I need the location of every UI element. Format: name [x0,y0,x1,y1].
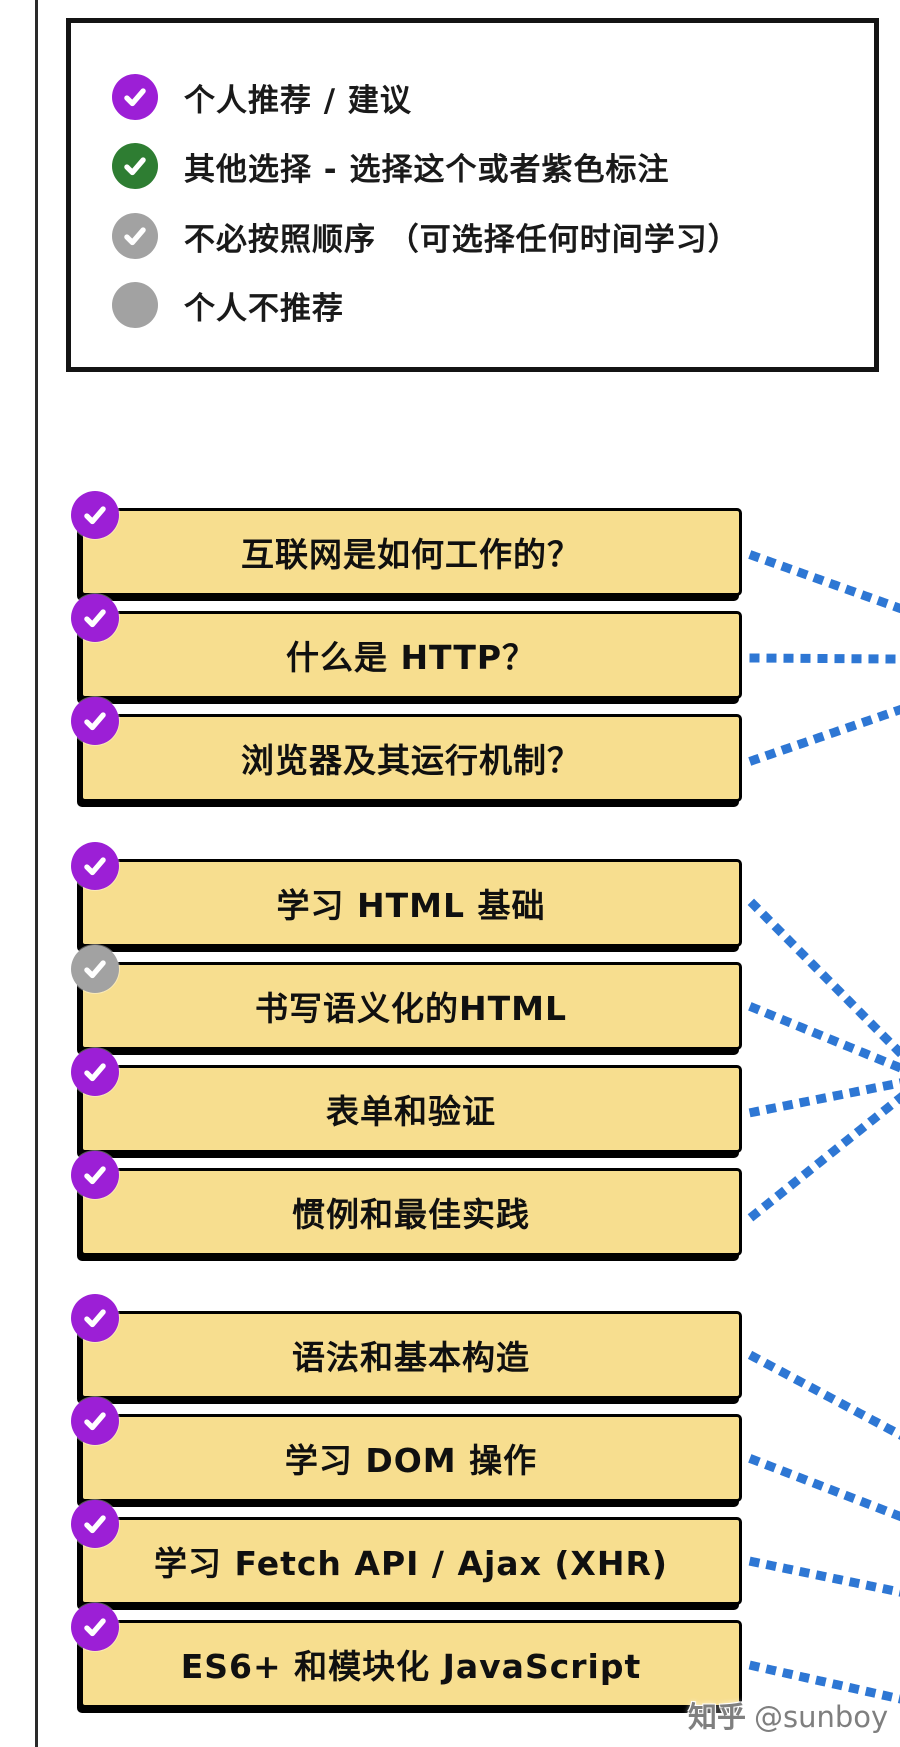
connector-line [748,1660,900,1704]
connector-line [748,1078,900,1118]
node-label-html-basics: 学习 HTML 基础 [276,886,546,925]
node-syntax-constructs[interactable]: 语法和基本构造 [71,1294,742,1399]
legend: 个人推荐 / 建议其他选择 - 选择这个或者紫色标注不必按照顺序 （可选择任何时… [66,18,879,372]
check-icon-browsers [71,697,119,745]
node-how-internet-works[interactable]: 互联网是如何工作的？ [71,491,742,596]
legend-item-any-order: 不必按照顺序 （可选择任何时间学习） [112,212,740,260]
check-icon-best-practices [71,1151,119,1199]
node-label-forms-validation: 表单和验证 [326,1092,496,1131]
node-es6-modules[interactable]: ES6+ 和模块化 JavaScript [71,1603,742,1708]
connector-line [748,550,900,614]
check-icon-any-order [112,213,158,259]
connector-line [748,1002,900,1073]
connector-line [748,704,900,766]
watermark: 知乎@sunboy [688,1694,888,1736]
legend-item-alternative: 其他选择 - 选择这个或者紫色标注 [112,142,669,190]
node-dom-manipulation[interactable]: 学习 DOM 操作 [71,1397,742,1502]
node-browsers[interactable]: 浏览器及其运行机制？ [71,697,742,802]
node-label-browsers: 浏览器及其运行机制？ [241,741,581,780]
node-label-syntax-constructs: 语法和基本构造 [292,1338,530,1377]
check-icon-semantic-html [71,945,119,993]
check-icon-how-internet-works [71,491,119,539]
check-icon-recommended [112,74,158,120]
connector-line [748,1556,900,1597]
node-label-how-internet-works: 互联网是如何工作的？ [241,535,581,574]
watermark-brand: 知乎 [688,1700,747,1734]
node-label-es6-modules: ES6+ 和模块化 JavaScript [180,1647,642,1686]
check-icon-dom-manipulation [71,1397,119,1445]
node-fetch-ajax[interactable]: 学习 Fetch API / Ajax (XHR) [71,1500,742,1605]
node-label-semantic-html: 书写语义化的HTML [255,989,567,1028]
connector-line [748,1454,900,1522]
check-icon-syntax-constructs [71,1294,119,1342]
connector-line [749,653,900,664]
page-left-border [35,0,38,1747]
legend-label-not-recommended: 个人不推荐 [184,290,344,327]
check-icon-fetch-ajax [71,1500,119,1548]
dot-icon-not-recommended [112,282,158,328]
node-label-dom-manipulation: 学习 DOM 操作 [284,1441,538,1480]
watermark-handle: @sunboy [754,1700,889,1734]
node-best-practices[interactable]: 惯例和最佳实践 [71,1151,742,1256]
check-icon-alternative [112,143,158,189]
connector-line [747,1350,900,1440]
legend-item-recommended: 个人推荐 / 建议 [112,73,412,121]
legend-label-recommended: 个人推荐 / 建议 [184,82,412,119]
legend-label-alternative: 其他选择 - 选择这个或者紫色标注 [184,151,670,188]
check-icon-forms-validation [71,1048,119,1096]
check-icon-what-is-http [71,594,119,642]
node-forms-validation[interactable]: 表单和验证 [71,1048,742,1153]
check-icon-es6-modules [71,1603,119,1651]
node-label-best-practices: 惯例和最佳实践 [292,1195,530,1234]
legend-item-not-recommended: 个人不推荐 [112,281,344,329]
connector-line [747,1092,900,1222]
node-what-is-http[interactable]: 什么是 HTTP？ [71,594,742,699]
connector-line [747,898,900,1060]
legend-label-any-order: 不必按照顺序 （可选择任何时间学习） [184,221,740,258]
node-label-fetch-ajax: 学习 Fetch API / Ajax (XHR) [154,1544,668,1583]
node-label-what-is-http: 什么是 HTTP？ [285,638,537,677]
check-icon-html-basics [71,842,119,890]
node-semantic-html[interactable]: 书写语义化的HTML [71,945,742,1050]
node-html-basics[interactable]: 学习 HTML 基础 [71,842,742,947]
